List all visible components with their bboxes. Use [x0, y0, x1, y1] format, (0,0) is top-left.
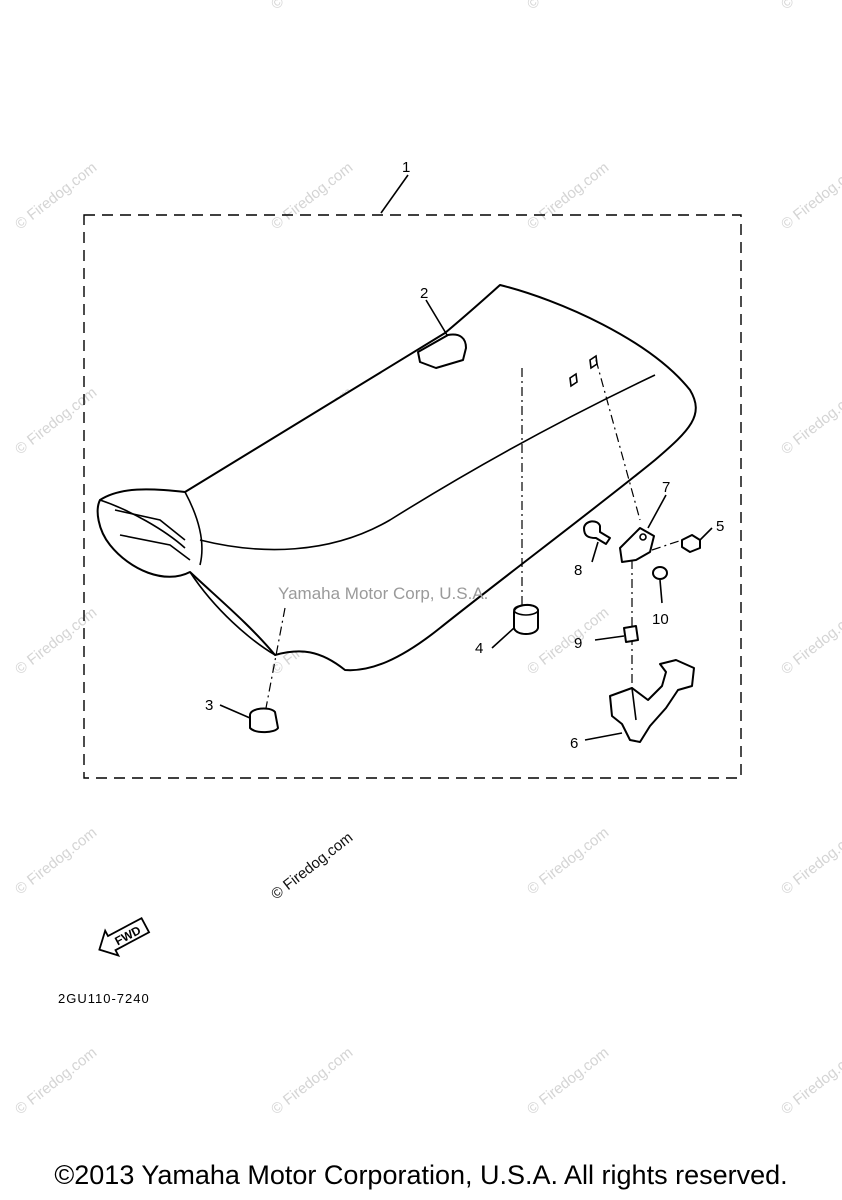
- watermark-dark: © Firedog.com: [268, 829, 356, 903]
- watermark: © Firedog.com: [268, 0, 356, 13]
- watermark: © Firedog.com: [524, 1044, 612, 1118]
- callout-10: 10: [652, 611, 669, 628]
- fwd-arrow-icon: [98, 916, 151, 957]
- watermark: © Firedog.com: [12, 384, 100, 458]
- leader-line-7: [647, 494, 667, 529]
- corp-watermark-label: Yamaha Motor Corp, U.S.A.: [278, 584, 489, 603]
- ref-line-7: [595, 359, 641, 521]
- callout-8: 8: [574, 562, 582, 579]
- leader-line-8: [591, 541, 599, 563]
- copyright-notice: ©2013 Yamaha Motor Corporation, U.S.A. A…: [54, 1160, 788, 1190]
- callout-9: 9: [574, 635, 582, 652]
- watermark: © Firedog.com: [778, 604, 842, 678]
- leader-line-6: [584, 732, 623, 741]
- part-8-bolt: [583, 520, 611, 545]
- leader-line-10: [659, 579, 663, 604]
- ref-line-5: [651, 539, 683, 551]
- part-5-nut: [681, 534, 701, 553]
- part-4-damper-top: [513, 604, 539, 616]
- leader-line-1: [380, 174, 409, 214]
- watermark: © Firedog.com: [268, 159, 356, 233]
- watermark: © Firedog.com: [268, 1044, 356, 1118]
- part-4-damper: [513, 604, 539, 635]
- part-7-hole: [639, 533, 647, 541]
- part-9-spring: [623, 625, 639, 643]
- part-3-damper: [249, 707, 279, 734]
- watermark: © Firedog.com: [12, 824, 100, 898]
- watermark: © Firedog.com: [12, 1044, 100, 1118]
- ref-line-3: [265, 607, 286, 709]
- diagram-code: 2GU110-7240: [58, 991, 150, 1006]
- part-6-lock-hook: [609, 659, 695, 743]
- callout-1: 1: [402, 159, 410, 176]
- leader-line-2: [425, 299, 448, 336]
- leader-line-9: [594, 635, 625, 641]
- watermark: © Firedog.com: [12, 159, 100, 233]
- part-7-bracket: [619, 527, 655, 563]
- callout-6: 6: [570, 735, 578, 752]
- assembly-boundary: [83, 214, 742, 779]
- part-10-washer: [652, 566, 668, 580]
- callout-7: 7: [662, 479, 670, 496]
- callout-5: 5: [716, 518, 724, 535]
- watermark: © Firedog.com: [524, 824, 612, 898]
- watermark: © Firedog.com: [12, 604, 100, 678]
- watermark: © Firedog.com: [524, 0, 612, 13]
- callout-4: 4: [475, 640, 483, 657]
- watermark: © Firedog.com: [778, 0, 842, 13]
- fwd-arrow: FWD: [98, 916, 151, 957]
- watermark: © Firedog.com: [778, 1044, 842, 1118]
- watermark: © Firedog.com: [778, 384, 842, 458]
- leader-line-3: [219, 704, 251, 719]
- part-6-edge: [631, 687, 637, 721]
- callout-3: 3: [205, 697, 213, 714]
- seat-cover-piece: [417, 333, 467, 369]
- watermark: © Firedog.com: [778, 159, 842, 233]
- leader-line-4: [491, 627, 515, 649]
- seat: [96, 284, 697, 672]
- watermark: © Firedog.com: [778, 824, 842, 898]
- callout-2: 2: [420, 285, 428, 302]
- watermark: © Firedog.com: [524, 159, 612, 233]
- leader-line-5: [699, 527, 713, 541]
